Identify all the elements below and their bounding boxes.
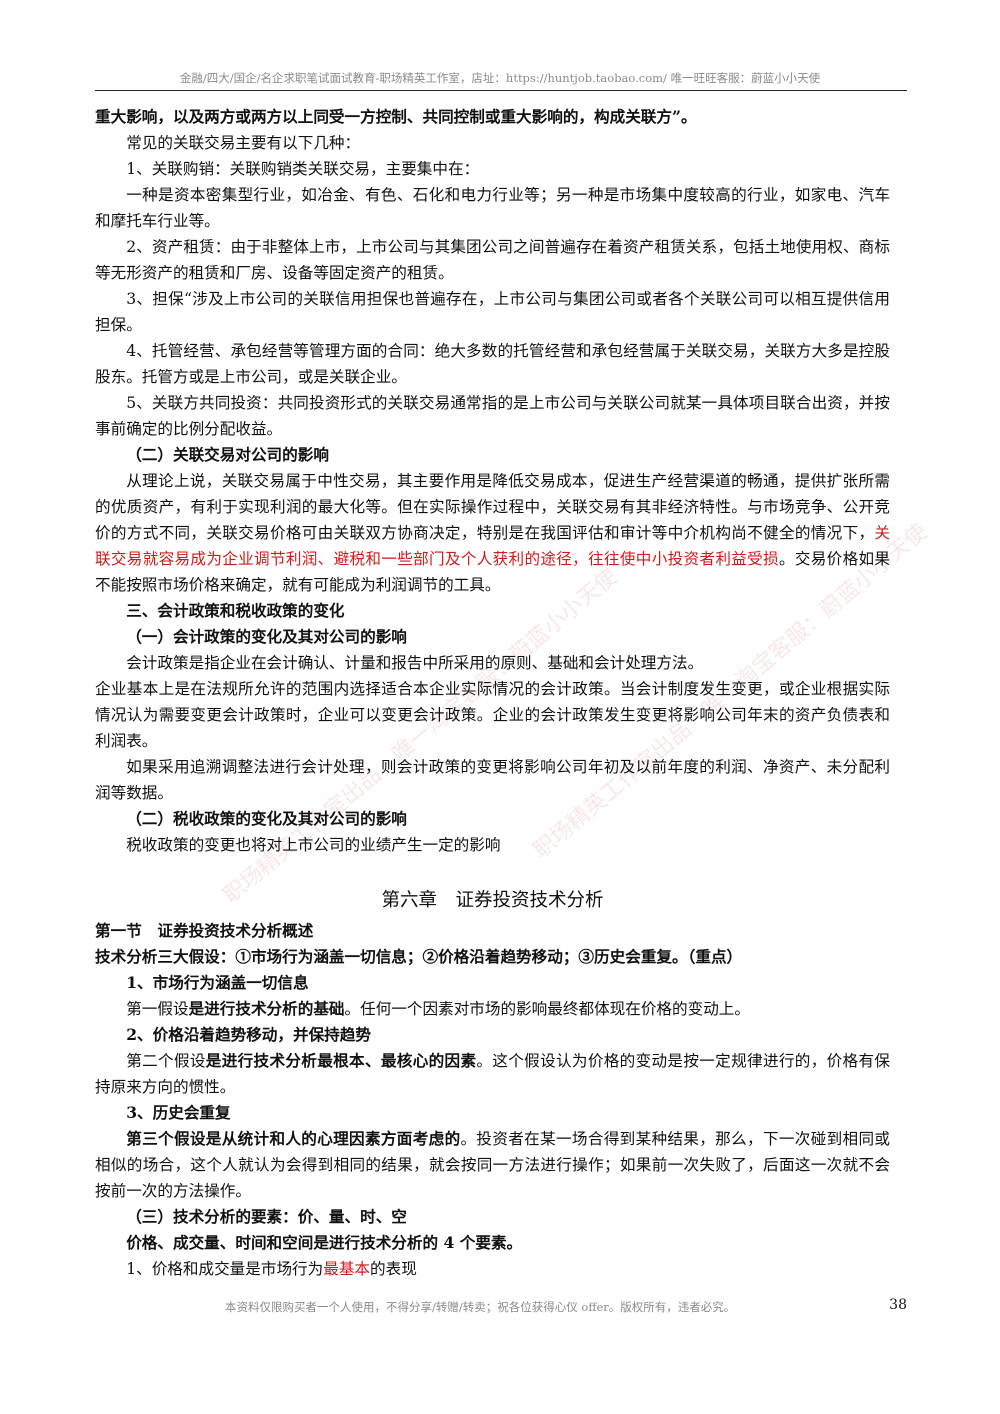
paragraph: 如果采用追溯调整法进行会计处理，则会计政策的变更将影响公司年初及以前年度的利润、… (95, 758, 890, 802)
section-heading: （二）关联交易对公司的影响 (126, 445, 329, 464)
section-heading: 第一节 证券投资技术分析概述 (95, 921, 314, 940)
header-rule (95, 90, 907, 91)
text-run: 。任何一个因素对市场的影响最终都体现在价格的变动上。 (344, 1000, 750, 1018)
bold-text: 第三个假设是从统计和人的心理因素方面考虑的 (126, 1129, 461, 1148)
footer-notice: 本资料仅限购买者一个人使用，不得分享/转赠/转卖；祝各位获得心仪 offer。版… (225, 1300, 736, 1314)
paragraph: 重大影响，以及两方或两方以上同受一方控制、共同控制或重大影响的，构成关联方”。 (95, 107, 697, 126)
text-run: 第二个假设 (126, 1052, 206, 1070)
spacer (95, 858, 890, 872)
page-header: 金融/四大/国企/名企求职笔试面试教育-职场精英工作室，店址：https://h… (179, 71, 821, 85)
chapter-title: 第六章 证券投资技术分析 (381, 890, 604, 911)
paragraph: 从理论上说，关联交易属于中性交易，其主要作用是降低交易成本，促进生产经营渠道的畅… (95, 468, 890, 598)
paragraph: 常见的关联交易主要有以下几种： (126, 134, 361, 152)
section-heading: （一）会计政策的变化及其对公司的影响 (126, 627, 407, 646)
document-body: 重大影响，以及两方或两方以上同受一方控制、共同控制或重大影响的，构成关联方”。 … (95, 104, 890, 1282)
bold-text: 是进行技术分析最根本、最核心的因素 (205, 1051, 477, 1070)
paragraph: 企业基本上是在法规所允许的范围内选择适合本企业实际情况的会计政策。当会计制度发生… (95, 680, 890, 750)
text-run: 。交易价格如果不能按照市场价格来确定，就有可能成为利润调节的工具。 (95, 550, 890, 594)
paragraph: 4、托管经营、承包经营等管理方面的合同：绝大多数的托管经营和承包经营属于关联交易… (95, 342, 890, 386)
bold-text: 是进行技术分析的基础 (188, 999, 345, 1018)
paragraph: 税收政策的变更也将对上市公司的业绩产生一定的影响 (126, 836, 501, 854)
section-heading: 技术分析三大假设：①市场行为涵盖一切信息；②价格沿着趋势移动；③历史会重复。（重… (95, 947, 743, 966)
section-heading: 1、市场行为涵盖一切信息 (126, 973, 309, 992)
highlight-text: 最基本 (323, 1260, 371, 1278)
paragraph: 一种是资本密集型行业，如冶金、有色、石化和电力行业等；另一种是市场集中度较高的行… (95, 186, 890, 230)
section-heading: 3、历史会重复 (126, 1103, 231, 1122)
paragraph: 第三个假设是从统计和人的心理因素方面考虑的。投资者在某一场合得到某种结果，那么，… (95, 1126, 890, 1204)
paragraph: 1、关联购销：关联购销类关联交易，主要集中在： (126, 160, 480, 178)
text-run: 第一假设 (126, 1000, 189, 1018)
page-number: 38 (889, 1297, 907, 1313)
text-run: 的表现 (370, 1260, 417, 1278)
paragraph: 第一假设是进行技术分析的基础。任何一个因素对市场的影响最终都体现在价格的变动上。 (95, 996, 890, 1022)
paragraph: 5、关联方共同投资：共同投资形式的关联交易通常指的是上市公司与关联公司就某一具体… (95, 394, 890, 438)
paragraph: 2、资产租赁：由于非整体上市，上市公司与其集团公司之间普遍存在着资产租赁关系，包… (95, 238, 890, 282)
paragraph: 会计政策是指企业在会计确认、计量和报告中所采用的原则、基础和会计处理方法。 (126, 654, 704, 672)
paragraph: 3、担保“涉及上市公司的关联信用担保也普遍存在，上市公司与集团公司或者各个关联公… (95, 290, 890, 334)
paragraph: 第二个假设是进行技术分析最根本、最核心的因素。这个假设认为价格的变动是按一定规律… (95, 1048, 890, 1100)
section-heading: 三、会计政策和税收政策的变化 (126, 601, 345, 620)
paragraph: 1、价格和成交量是市场行为最基本的表现 (95, 1256, 890, 1282)
text-run: 从理论上说，关联交易属于中性交易，其主要作用是降低交易成本，促进生产经营渠道的畅… (95, 472, 890, 542)
section-heading: 价格、成交量、时间和空间是进行技术分析的 4 个要素。 (126, 1233, 523, 1252)
text-run: 。这个假设认为价格的变动是按一定规律进行的，价格有保持原来方向的惯性。 (95, 1052, 890, 1096)
section-heading: 2、价格沿着趋势移动，并保持趋势 (126, 1025, 371, 1044)
highlight-text: 关联交易就容易成为企业调节利润、避税和一些部门及个人获利的途径，往往使中小投资者… (95, 524, 890, 568)
section-heading: （三）技术分析的要素：价、量、时、空 (126, 1207, 407, 1226)
text-run: 。投资者在某一场合得到某种结果，那么，下一次碰到相同或相似的场合，这个人就认为会… (95, 1130, 890, 1200)
text-run: 1、价格和成交量是市场行为 (126, 1260, 324, 1278)
section-heading: （二）税收政策的变化及其对公司的影响 (126, 809, 407, 828)
